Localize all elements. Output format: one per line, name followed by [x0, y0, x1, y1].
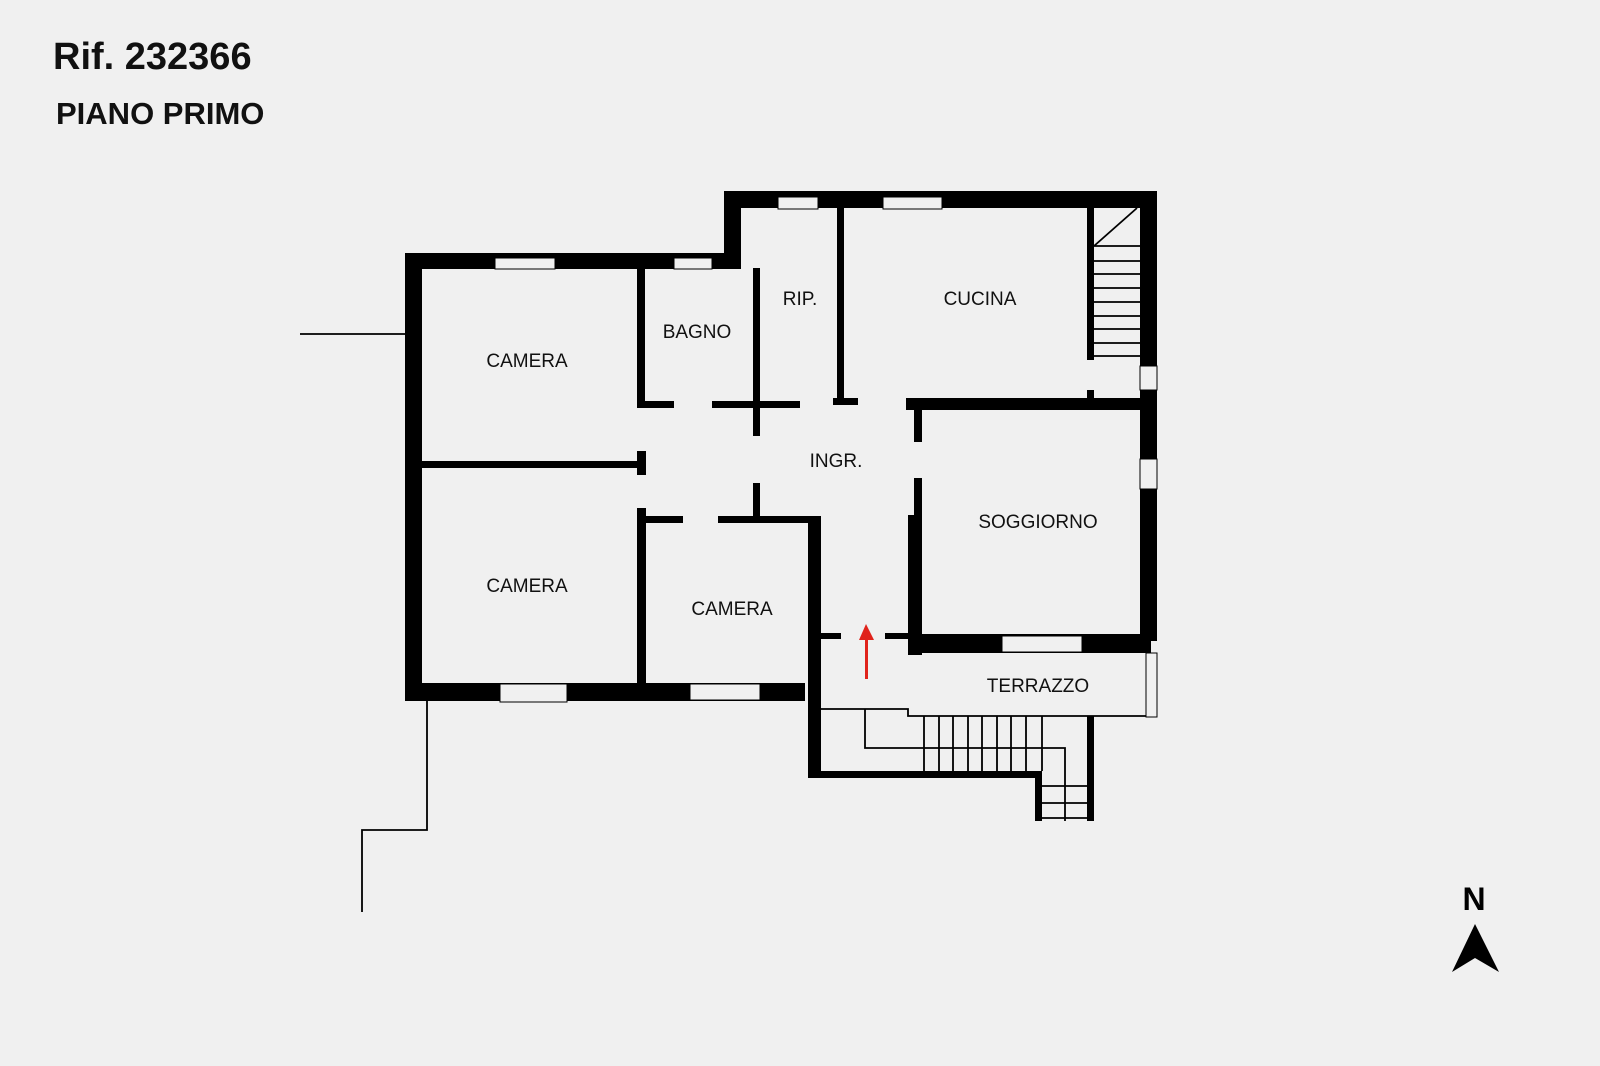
north-label: N — [1462, 881, 1485, 917]
walls — [405, 191, 1157, 821]
exterior-lines — [300, 333, 428, 912]
room-label-camera: CAMERA — [691, 599, 773, 620]
room-label-soggiorno: SOGGIORNO — [978, 512, 1097, 533]
floor-title: PIANO PRIMO — [56, 96, 265, 131]
room-label-camera: CAMERA — [486, 351, 568, 372]
room-label-ingresso: INGR. — [810, 451, 863, 472]
room-label-ripostiglio: RIP. — [783, 289, 818, 310]
north-arrow-icon — [1452, 924, 1499, 972]
reference-number: Rif. 232366 — [53, 36, 252, 78]
room-label-terrazzo: TERRAZZO — [987, 676, 1089, 697]
north-compass: N — [1452, 881, 1499, 972]
room-label-camera: CAMERA — [486, 576, 568, 597]
room-label-cucina: CUCINA — [944, 289, 1017, 310]
stairs — [821, 207, 1146, 821]
room-label-bagno: BAGNO — [663, 322, 732, 343]
entry-arrow-icon — [859, 624, 874, 679]
windows — [494, 196, 1158, 718]
